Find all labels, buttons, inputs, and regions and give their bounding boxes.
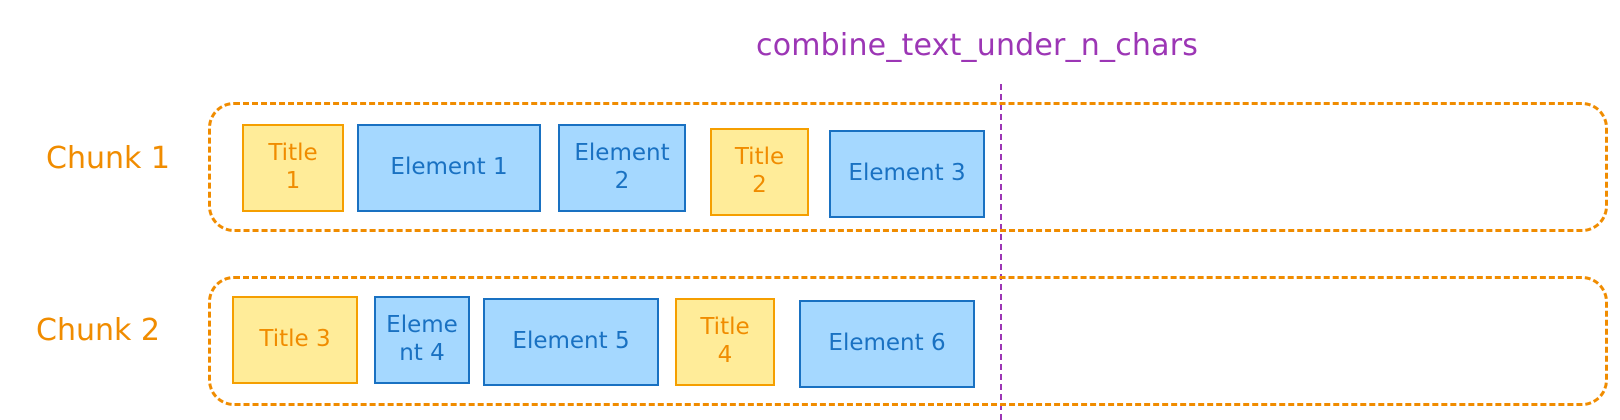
chunk-2-element-4: Eleme nt 4 [374,296,470,384]
threshold-label: combine_text_under_n_chars [756,28,1199,63]
chunk-1-title-2: Title 2 [710,128,809,216]
box-line: Element 1 [390,154,508,181]
box-line: Element 6 [828,330,946,357]
chunk-1-element-2: Element 2 [558,124,686,212]
box-line: nt 4 [399,340,445,366]
chunk-2-title-3: Title 3 [232,296,358,384]
box-line: Element 3 [848,160,966,187]
box-line: 1 [285,168,301,194]
chunk-2-frame [208,276,1608,406]
chunk-1-element-3: Element 3 [829,130,985,218]
box-line: Title [268,140,318,167]
chunk-1-element-1: Element 1 [357,124,541,212]
box-line: Eleme [386,312,458,339]
box-line: Element [574,140,670,167]
box-line: Title [700,314,750,341]
box-line: 2 [614,168,630,194]
chunk-2-element-6: Element 6 [799,300,975,388]
chunk-1-title-1: Title 1 [242,124,344,212]
box-line: 2 [752,172,767,198]
chunk-2-label: Chunk 2 [36,313,160,348]
box-line: Element 5 [512,328,630,355]
box-line: 4 [717,342,733,368]
chunk-2-element-5: Element 5 [483,298,659,386]
box-line: Title 3 [259,326,331,353]
chunk-1-label: Chunk 1 [46,141,170,176]
chunk-2-title-4: Title 4 [675,298,775,386]
chunk-1-frame [208,102,1608,232]
box-line: Title [734,144,785,171]
threshold-line [1000,84,1002,420]
